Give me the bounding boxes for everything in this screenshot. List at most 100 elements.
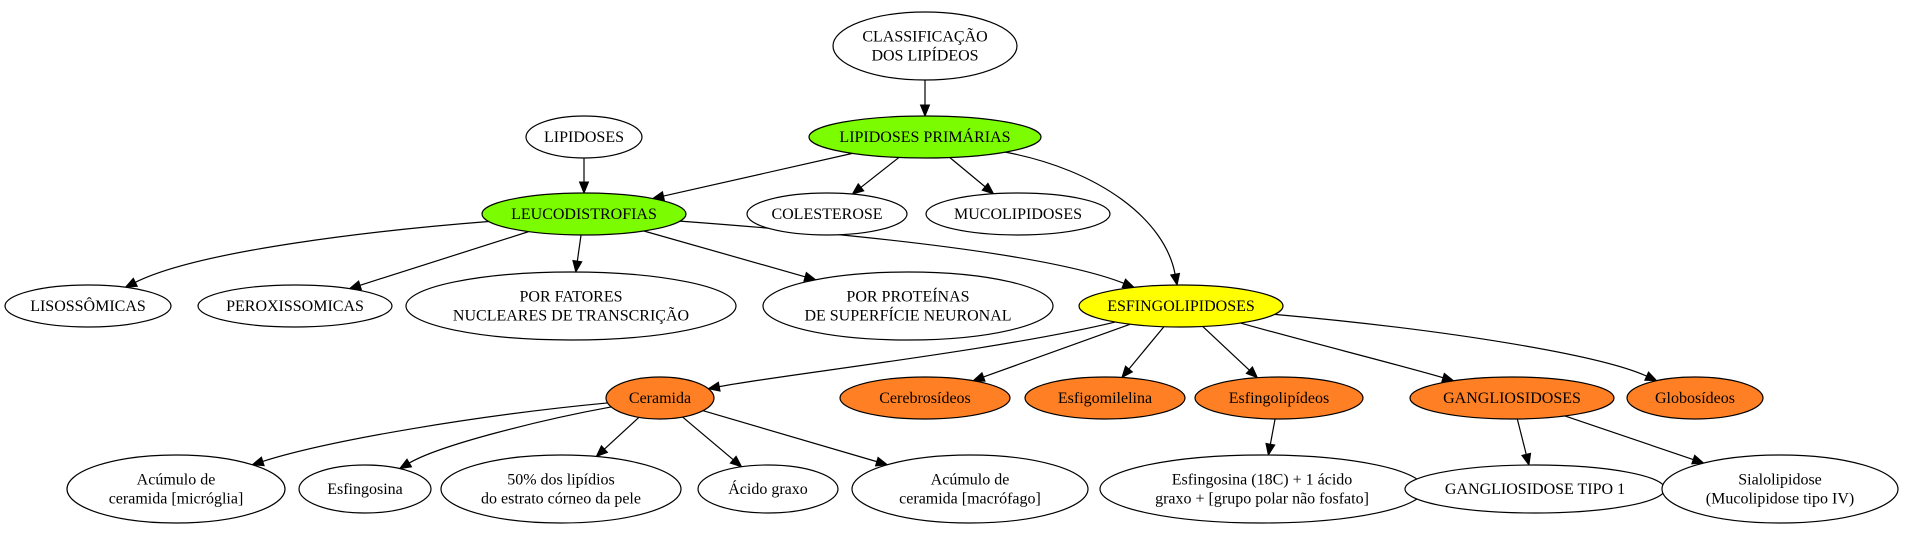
arrowhead-esfingolipidoses <box>1121 278 1136 288</box>
node-esfingosina: Esfingosina <box>298 464 432 514</box>
arrowhead-esfigomilelina <box>1121 365 1134 379</box>
node-esfigomilelina: Esfigomilelina <box>1024 376 1186 420</box>
edge-esfingolipidoses-to-esfigomilelina <box>1128 326 1165 370</box>
node-esfingosina-label-line-1: Esfingosina <box>327 481 403 498</box>
node-esfingolipidoses-label-line-1: ESFINGOLIPIDOSES <box>1107 298 1255 315</box>
node-classificacao-ellipse <box>832 11 1018 81</box>
arrowhead-fatores-nucleares <box>572 259 583 274</box>
arrowhead-esfingosina <box>398 458 413 470</box>
node-cerebrosideos: Cerebrosídeos <box>839 376 1011 420</box>
arrowhead-esfingosina-18c <box>1265 442 1276 457</box>
node-lisossomicas-label-line-1: LISOSSÔMICAS <box>30 296 146 315</box>
node-globosideos-ellipse <box>1626 376 1764 420</box>
node-sialolipidose-label-line-2: (Mucolipidose tipo IV) <box>1706 491 1854 508</box>
edge-leucodistrofias-to-proteinas-superficie <box>643 230 806 278</box>
node-esfingosina-18c: Esfingosina (18C) + 1 ácido graxo + [grup… <box>1099 454 1425 524</box>
node-fatores-nucleares-label-line-2: NUCLEARES DE TRANSCRIÇÃO <box>453 307 689 325</box>
node-esfingosina-18c-label-line-1: Esfingosina (18C) + 1 ácido <box>1172 472 1353 489</box>
node-esfingolipidoses: ESFINGOLIPIDOSES <box>1078 284 1284 328</box>
arrowhead-globosideos <box>1644 371 1658 382</box>
node-peroxissomicas-ellipse <box>197 284 393 328</box>
arrowhead-acumulo-macrofago <box>874 456 889 467</box>
edge-lipidoses-primarias-to-mucolipidoses <box>949 157 986 188</box>
node-fatores-nucleares-ellipse <box>405 271 737 341</box>
edge-leucodistrofias-to-peroxissomicas <box>359 231 529 286</box>
edge-leucodistrofias-to-fatores-nucleares <box>576 234 582 262</box>
arrowhead-sialolipidose <box>1691 454 1705 465</box>
node-mucolipidoses-label-line-1: MUCOLIPIDOSES <box>954 206 1082 223</box>
node-lipidoses-ellipse <box>525 115 643 159</box>
node-sialolipidose-ellipse <box>1661 454 1899 524</box>
node-esfigomilelina-label-line-1: Esfigomilelina <box>1058 390 1152 407</box>
node-peroxissomicas-label-line-1: PEROXISSOMICAS <box>226 298 364 315</box>
node-lipidios-pele-ellipse <box>440 454 682 524</box>
node-globosideos: Globosídeos <box>1626 376 1764 420</box>
edge-gangliosidoses-to-sialolipidose <box>1564 415 1694 461</box>
arrowhead-ceramida <box>707 381 721 392</box>
arrowhead-esfingolipideos <box>1245 366 1259 379</box>
node-lipidios-pele-label-line-2: do estrato córneo da pele <box>481 491 641 508</box>
node-esfingolipidoses-ellipse <box>1078 284 1284 328</box>
edge-lipidoses-primarias-to-leucodistrofias <box>663 152 853 197</box>
node-lipidoses-label-line-1: LIPIDOSES <box>544 129 624 146</box>
node-esfingolipideos-ellipse <box>1194 376 1364 420</box>
node-cerebrosideos-label-line-1: Cerebrosídeos <box>879 390 971 407</box>
node-esfingolipideos: Esfingolipídeos <box>1194 376 1364 420</box>
edge-leucodistrofias-to-esfingolipidoses <box>679 220 1125 284</box>
node-lipidios-pele-label-line-1: 50% dos lipídios <box>507 472 615 489</box>
node-esfingosina-ellipse <box>298 464 432 514</box>
edge-esfingolipidoses-to-ceramida <box>719 321 1116 388</box>
node-esfingolipideos-label-line-1: Esfingolipídeos <box>1229 390 1329 407</box>
arrowhead-acumulo-microglia <box>251 456 265 467</box>
node-sialolipidose-label-line-1: Sialolipidose <box>1738 472 1822 489</box>
node-lipidoses-primarias: LIPIDOSES PRIMÁRIAS <box>808 115 1042 159</box>
arrowhead-esfingolipidoses <box>1169 272 1181 287</box>
node-acido-graxo-label-line-1: Ácido graxo <box>728 479 808 498</box>
node-leucodistrofias: LEUCODISTROFIAS <box>481 192 687 236</box>
node-acumulo-microglia-ellipse <box>66 454 286 524</box>
node-proteinas-superficie-label-line-1: POR PROTEÍNAS <box>846 287 969 306</box>
edge-esfingolipidoses-to-cerebrosideos <box>983 323 1131 378</box>
arrowhead-colesterose <box>851 182 865 195</box>
arrowhead-lisossomicas <box>124 277 139 288</box>
edge-ceramida-to-lipidios-pele <box>604 416 640 450</box>
node-ceramida-label-line-1: Ceramida <box>629 390 691 407</box>
arrowhead-acido-graxo <box>729 455 743 468</box>
arrowhead-lipidios-pele <box>595 444 609 458</box>
node-colesterose: COLESTEROSE <box>746 192 908 236</box>
node-proteinas-superficie-ellipse <box>762 271 1054 341</box>
edge-esfingolipidoses-to-gangliosidoses <box>1240 322 1444 379</box>
edge-ceramida-to-acumulo-microglia <box>262 402 608 462</box>
node-acido-graxo-ellipse <box>697 464 839 514</box>
node-lisossomicas: LISOSSÔMICAS <box>4 284 172 328</box>
arrowhead-cerebrosideos <box>971 371 986 382</box>
node-acumulo-microglia-label-line-2: ceramida [micróglia] <box>109 491 244 508</box>
node-mucolipidoses-ellipse <box>925 192 1111 236</box>
node-esfingosina-18c-label-line-2: graxo + [grupo polar não fosfato] <box>1155 491 1369 508</box>
edge-gangliosidoses-to-gangliosidose-tipo1 <box>1516 418 1527 455</box>
node-ceramida: Ceramida <box>605 376 715 420</box>
arrowhead-mucolipidoses <box>981 182 995 195</box>
node-lisossomicas-ellipse <box>4 284 172 328</box>
node-mucolipidoses: MUCOLIPIDOSES <box>925 192 1111 236</box>
node-cerebrosideos-ellipse <box>839 376 1011 420</box>
edge-leucodistrofias-to-lisossomicas <box>135 220 489 283</box>
node-acido-graxo: Ácido graxo <box>697 464 839 514</box>
edge-esfingolipideos-to-esfingosina-18c <box>1269 418 1276 445</box>
node-ceramida-ellipse <box>605 376 715 420</box>
edge-lipidoses-primarias-to-esfingolipidoses <box>1005 151 1176 275</box>
node-esfigomilelina-ellipse <box>1024 376 1186 420</box>
node-colesterose-label-line-1: COLESTEROSE <box>771 206 882 223</box>
node-acumulo-macrofago-label-line-2: ceramida [macrófago] <box>899 491 1041 508</box>
node-esfingosina-18c-ellipse <box>1099 454 1425 524</box>
arrowhead-leucodistrofias <box>578 181 590 195</box>
node-sialolipidose: Sialolipidose (Mucolipidose tipo IV) <box>1661 454 1899 524</box>
edge-lipidoses-primarias-to-colesterose <box>860 156 900 188</box>
arrowhead-gangliosidose-tipo1 <box>1521 452 1532 467</box>
